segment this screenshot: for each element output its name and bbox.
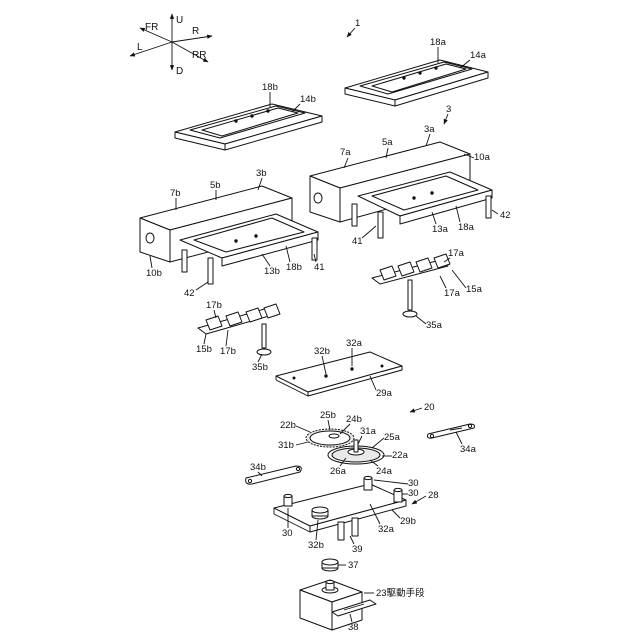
label-26a: 26a xyxy=(330,466,347,477)
label-42-left: 42 xyxy=(184,288,195,299)
label-18b: 18b xyxy=(286,262,302,273)
label-24a: 24a xyxy=(376,466,393,477)
label-17a-2: 17a xyxy=(444,288,461,299)
label-18a-top: 18a xyxy=(430,37,447,48)
label-35b: 35b xyxy=(252,362,268,373)
label-25a: 25a xyxy=(384,432,401,443)
label-37: 37 xyxy=(348,560,359,571)
label-25b: 25b xyxy=(320,410,336,421)
label-29b: 29b xyxy=(400,516,416,527)
label-30-2: 30 xyxy=(408,488,419,499)
label-1: 1 xyxy=(355,18,360,29)
label-15a: 15a xyxy=(466,284,483,295)
label-5a: 5a xyxy=(382,137,393,148)
label-3a: 3a xyxy=(424,124,435,135)
label-32b-base: 32b xyxy=(308,540,324,551)
label-5b: 5b xyxy=(210,180,221,191)
label-32a-base: 32a xyxy=(378,524,395,535)
upper-rail-14a xyxy=(345,60,488,106)
label-42-right: 42 xyxy=(500,210,511,221)
label-31b: 31b xyxy=(278,440,294,451)
label-17b-1: 17b xyxy=(206,300,222,311)
direction-indicator: U D FR R L RR xyxy=(130,14,212,77)
label-13a: 13a xyxy=(432,224,449,235)
link-34a xyxy=(428,424,475,438)
label-13b: 13b xyxy=(264,266,280,277)
label-30-3: 30 xyxy=(282,528,293,539)
label-28: 28 xyxy=(428,490,439,501)
label-10a: 10a xyxy=(474,152,491,163)
label-22b: 22b xyxy=(280,420,296,431)
label-35a: 35a xyxy=(426,320,443,331)
upper-rail-14b xyxy=(175,104,322,150)
direction-right: R xyxy=(192,26,199,37)
direction-down: D xyxy=(176,66,183,77)
label-18a: 18a xyxy=(458,222,475,233)
label-34b: 34b xyxy=(250,462,266,473)
label-17b-2: 17b xyxy=(220,346,236,357)
label-18b-top: 18b xyxy=(262,82,278,93)
direction-rear-right: RR xyxy=(192,50,206,61)
label-14a: 14a xyxy=(470,50,487,61)
label-7a: 7a xyxy=(340,147,351,158)
bracket-15a xyxy=(372,254,450,317)
label-3b: 3b xyxy=(256,168,267,179)
label-32a-plate: 32a xyxy=(346,338,363,349)
label-7b: 7b xyxy=(170,188,181,199)
direction-up: U xyxy=(176,15,183,26)
label-23-drive-means: 23駆動手段 xyxy=(376,587,425,599)
label-15b: 15b xyxy=(196,344,212,355)
label-24b: 24b xyxy=(346,414,362,425)
label-3-assembly: 3 xyxy=(446,104,451,115)
label-14b: 14b xyxy=(300,94,316,105)
label-38: 38 xyxy=(348,622,359,633)
label-39: 39 xyxy=(352,544,363,555)
coupling-37 xyxy=(322,559,338,571)
label-29a: 29a xyxy=(376,388,393,399)
direction-left: L xyxy=(137,42,143,53)
label-10b: 10b xyxy=(146,268,162,279)
label-32b-plate: 32b xyxy=(314,346,330,357)
drive-unit-23 xyxy=(300,580,376,630)
label-22a: 22a xyxy=(392,450,409,461)
label-34a: 34a xyxy=(460,444,477,455)
label-31a: 31a xyxy=(360,426,377,437)
label-41-left: 41 xyxy=(314,262,325,273)
label-41-right: 41 xyxy=(352,236,363,247)
label-20: 20 xyxy=(424,402,435,413)
label-17a-1: 17a xyxy=(448,248,465,259)
direction-front-right: FR xyxy=(145,22,158,33)
assembly-ref-1: 1 xyxy=(347,18,360,37)
